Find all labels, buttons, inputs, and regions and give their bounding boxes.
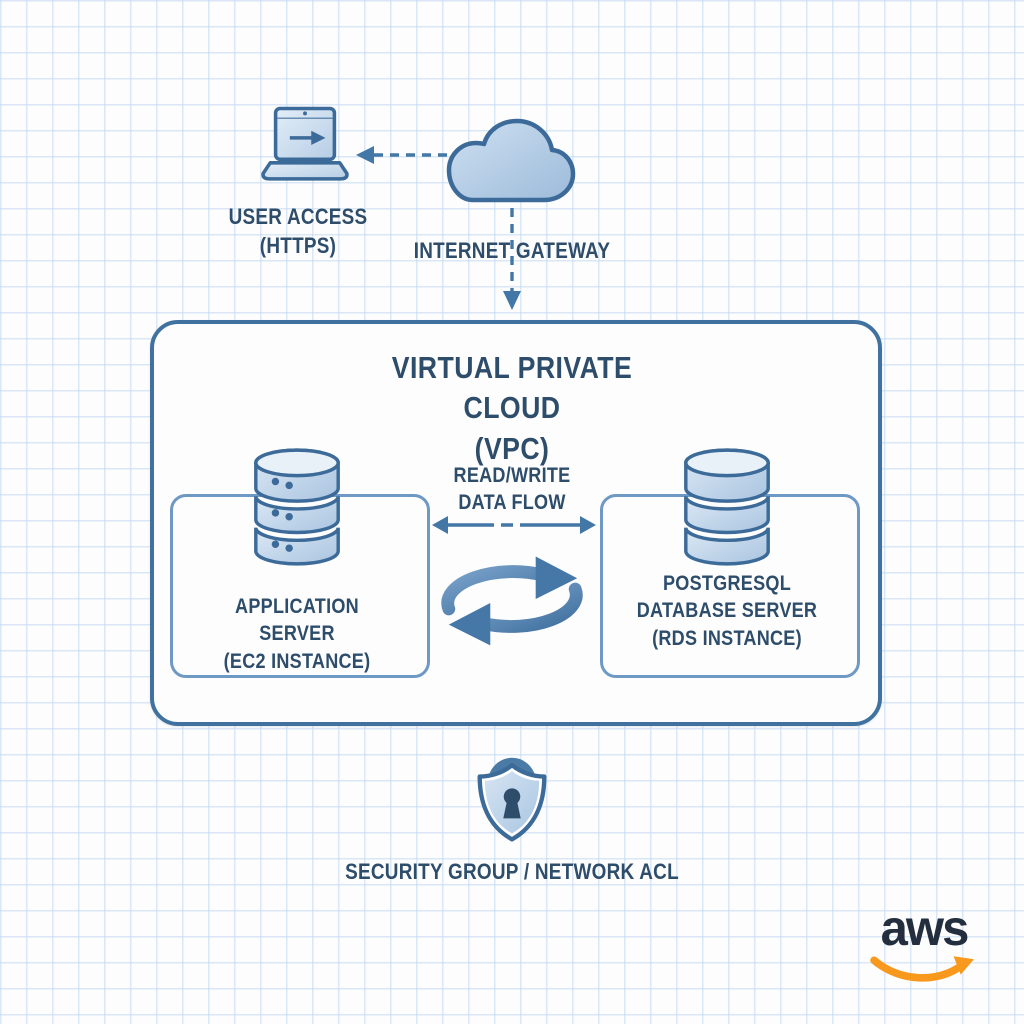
arrow-bidirectional-data-flow: [432, 516, 596, 534]
user-access-line1: USER ACCESS: [228, 204, 368, 229]
db-server-label: POSTGRESQL DATABASE SERVER (RDS INSTANCE…: [628, 570, 826, 652]
arrow-gateway-to-vpc: [503, 208, 521, 310]
vpc-title-line1: VIRTUAL PRIVATE CLOUD: [391, 350, 633, 426]
app-server-line2: (EC2 INSTANCE): [223, 649, 371, 673]
sync-arrows-icon: [441, 556, 583, 646]
app-server-label: APPLICATION SERVER (EC2 INSTANCE): [198, 593, 396, 675]
database-stack-icon: [684, 448, 770, 566]
server-stack-icon: [254, 448, 340, 566]
db-server-line2: DATABASE SERVER: [636, 599, 818, 623]
user-access-label: USER ACCESS (HTTPS): [212, 203, 384, 260]
app-server-line1: APPLICATION SERVER: [235, 595, 359, 646]
arrow-gateway-to-user: [356, 146, 452, 164]
internet-gateway-label: INTERNET GATEWAY: [413, 238, 611, 263]
db-server-line1: POSTGRESQL: [662, 572, 792, 595]
data-flow-line2: DATA FLOW: [458, 491, 566, 515]
user-access-line2: (HTTPS): [259, 232, 337, 258]
aws-logo-text: aws: [880, 900, 970, 956]
security-group-label: SECURITY GROUP / NETWORK ACL: [345, 859, 679, 884]
aws-smile-swoosh-icon: [870, 956, 974, 982]
internet-gateway-cloud-icon: [446, 118, 576, 203]
data-flow-line1: READ/WRITE: [453, 464, 571, 487]
db-server-line3: (RDS INSTANCE): [652, 626, 802, 650]
shield-lock-icon: [477, 757, 547, 842]
vpc-title: VIRTUAL PRIVATE CLOUD (VPC): [340, 348, 684, 469]
vpc-title-line2: (VPC): [474, 430, 550, 466]
laptop-icon: [261, 106, 349, 181]
data-flow-label: READ/WRITE DATA FLOW: [443, 462, 581, 517]
